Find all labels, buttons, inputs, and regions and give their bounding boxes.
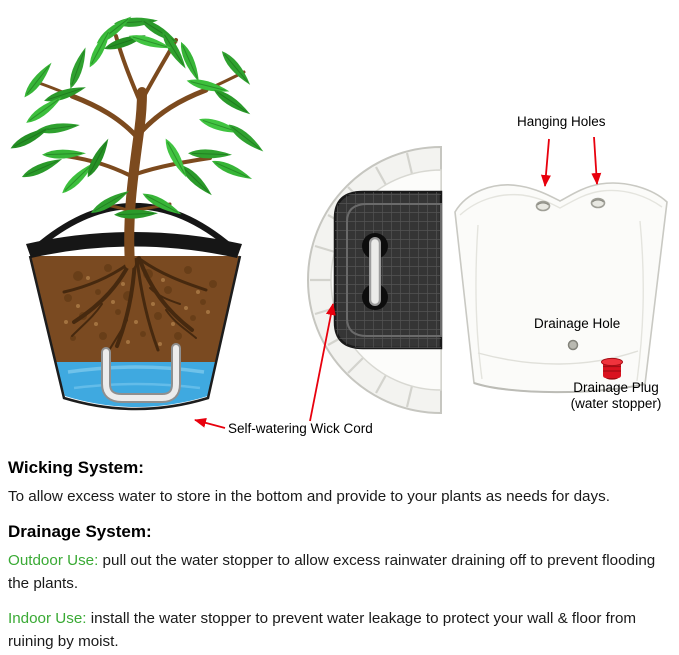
figure-area: Hanging Holes Drainage Hole Drainage Plu…	[8, 12, 679, 436]
planter-bottom-edge	[473, 382, 646, 394]
drainage-hole-graphic	[567, 339, 579, 351]
indoor-use-label: Indoor Use:	[8, 610, 87, 628]
plant-pot-illustration	[8, 12, 267, 411]
drainage-hole-label: Drainage Hole	[534, 316, 621, 331]
hanging-holes-label: Hanging Holes	[517, 114, 606, 129]
hanging-hole-right	[590, 197, 606, 209]
outdoor-paragraph: Outdoor Use: pull out the water stopper …	[8, 550, 673, 596]
wick-cord-label: Self-watering Wick Cord	[228, 421, 373, 436]
wall-planter-illustration	[454, 182, 668, 394]
hanging-hole-left	[535, 200, 551, 212]
wicking-body: To allow excess water to store in the bo…	[8, 488, 610, 505]
drainage-plug-icon	[601, 357, 623, 380]
planter-body	[454, 182, 668, 393]
wick-cord-graphic	[101, 343, 181, 403]
pot-outline	[28, 255, 242, 411]
planter-detail-lines	[459, 189, 663, 382]
wick-cord-through-basket	[362, 233, 388, 310]
description-area: Wicking System: To allow excess water to…	[8, 456, 673, 655]
wicking-heading: Wicking System:	[8, 458, 144, 477]
drainage-heading: Drainage System:	[8, 521, 152, 541]
indoor-paragraph: Indoor Use: install the water stopper to…	[8, 608, 673, 654]
planter-top-view-illustration	[307, 145, 443, 415]
drainage-plug-label: Drainage Plug (water stopper)	[553, 380, 679, 412]
indoor-use-body: install the water stopper to prevent wat…	[8, 610, 637, 651]
outdoor-use-label: Outdoor Use:	[8, 551, 99, 569]
drainage-plug-label-line2: (water stopper)	[570, 395, 662, 411]
outdoor-use-body: pull out the water stopper to allow exce…	[8, 551, 656, 592]
wick-basket	[333, 190, 443, 350]
drainage-plug-label-line1: Drainage Plug	[573, 380, 659, 395]
